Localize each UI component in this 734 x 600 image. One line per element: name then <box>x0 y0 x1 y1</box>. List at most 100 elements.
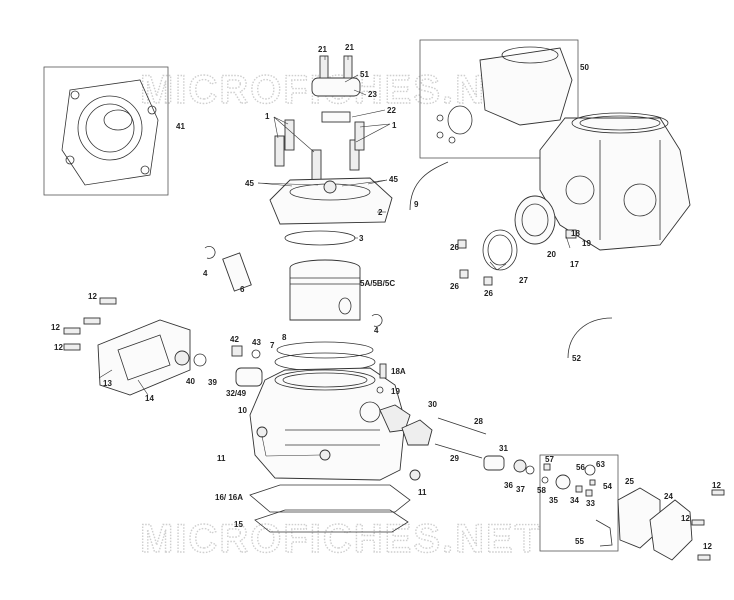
label-28: 28 <box>474 417 483 426</box>
label-43: 43 <box>252 338 261 347</box>
piston-pin-bore <box>338 297 352 315</box>
label-12f: 12 <box>703 542 712 551</box>
rod-28 <box>437 417 487 435</box>
label-19a: 19 <box>391 387 400 396</box>
nut-11b <box>319 449 331 461</box>
label-39: 39 <box>208 378 217 387</box>
pulley-35 <box>555 474 571 490</box>
clip-4a <box>204 246 216 259</box>
leader-lines <box>98 56 571 457</box>
label-40: 40 <box>186 377 195 386</box>
label-22: 22 <box>387 106 396 115</box>
label-9: 9 <box>414 200 419 209</box>
part-19a <box>376 386 384 394</box>
label-57: 57 <box>545 455 554 464</box>
screw-26b <box>459 269 469 279</box>
label-2: 2 <box>378 208 383 217</box>
part-57 <box>543 463 551 471</box>
crankcase-small-bolt-c <box>448 136 456 144</box>
piston <box>289 259 361 321</box>
bearing-36 <box>513 459 527 473</box>
label-36: 36 <box>504 481 513 490</box>
label-51: 51 <box>360 70 369 79</box>
label-8: 8 <box>282 333 287 342</box>
gasket-hole-a <box>70 90 80 100</box>
cylinder-head-body <box>269 177 393 225</box>
head-bolt-b <box>274 135 285 167</box>
valve-cover-gasket-14 <box>117 334 171 381</box>
label-56: 56 <box>576 463 585 472</box>
washer-37 <box>525 465 535 475</box>
valve-cover-13 <box>97 319 191 396</box>
intake-ring-27 <box>482 229 518 271</box>
part-31 <box>483 455 505 471</box>
label-23: 23 <box>368 90 377 99</box>
label-30: 30 <box>428 400 437 409</box>
label-29: 29 <box>450 454 459 463</box>
label-11a: 11 <box>217 454 226 463</box>
gasket-8 <box>276 341 374 359</box>
label-35: 35 <box>549 496 558 505</box>
label-14: 14 <box>145 394 154 403</box>
screw-12e <box>691 519 705 526</box>
gasket-outline <box>61 79 159 186</box>
label-1b: 1 <box>392 121 397 130</box>
label-55: 55 <box>575 537 584 546</box>
label-50: 50 <box>580 63 589 72</box>
intake-ring-27-inner <box>487 234 513 266</box>
head-bolt-e <box>354 121 365 151</box>
label-7: 7 <box>270 341 275 350</box>
label-12a: 12 <box>88 292 97 301</box>
intake-gaskets <box>457 195 577 286</box>
hose-9 <box>409 161 449 211</box>
label-32-49: 32/49 <box>226 389 247 398</box>
label-52: 52 <box>572 354 581 363</box>
valve-cover-left <box>63 297 207 396</box>
label-12b: 12 <box>51 323 60 332</box>
nut-11a <box>256 426 268 438</box>
label-4b: 4 <box>374 326 379 335</box>
screw-12g <box>697 554 711 561</box>
rod-29 <box>434 443 483 459</box>
label-54: 54 <box>603 482 612 491</box>
label-6: 6 <box>240 285 245 294</box>
screw-18 <box>565 229 577 239</box>
cylinder-right-port-b <box>623 183 657 217</box>
crankcase-small-bolt-a <box>436 114 444 122</box>
label-31: 31 <box>499 444 508 453</box>
gasket-ring-inner <box>85 103 135 153</box>
label-58: 58 <box>537 486 546 495</box>
label-27: 27 <box>519 276 528 285</box>
seal-40 <box>174 350 190 366</box>
cylinder-right-bore-inner <box>579 115 661 131</box>
cylinder-main-flange <box>379 404 411 433</box>
crankcase-box <box>419 39 579 159</box>
head-bolts <box>274 119 365 181</box>
crankcase-box-frame <box>419 39 579 159</box>
washer-43 <box>251 349 261 359</box>
label-10: 10 <box>238 406 247 415</box>
label-45a: 45 <box>245 179 254 188</box>
gasket-hole-c <box>65 155 75 165</box>
head-bolt-d <box>349 139 360 171</box>
label-20: 20 <box>547 250 556 259</box>
cylinder-main-ports <box>285 429 380 446</box>
label-26a: 26 <box>450 243 459 252</box>
cylinder-main <box>249 367 421 481</box>
watermark-bottom: MICROFICHES.NET <box>140 517 541 561</box>
spark-plug-seat <box>323 180 337 194</box>
crankcase-small-seal <box>447 105 473 135</box>
label-1a: 1 <box>265 112 270 121</box>
gasket-hole-b <box>147 105 157 115</box>
label-11b: 11 <box>418 488 427 497</box>
label-4a: 4 <box>203 269 208 278</box>
intake-gasket-20-inner <box>521 203 549 237</box>
cylinder-right-fins <box>599 140 661 240</box>
label-41: 41 <box>176 122 185 131</box>
label-3: 3 <box>359 234 364 243</box>
cylinder-head <box>269 177 393 225</box>
gasket-set-box <box>43 66 169 196</box>
fitting-23 <box>311 77 361 97</box>
label-45b: 45 <box>389 175 398 184</box>
